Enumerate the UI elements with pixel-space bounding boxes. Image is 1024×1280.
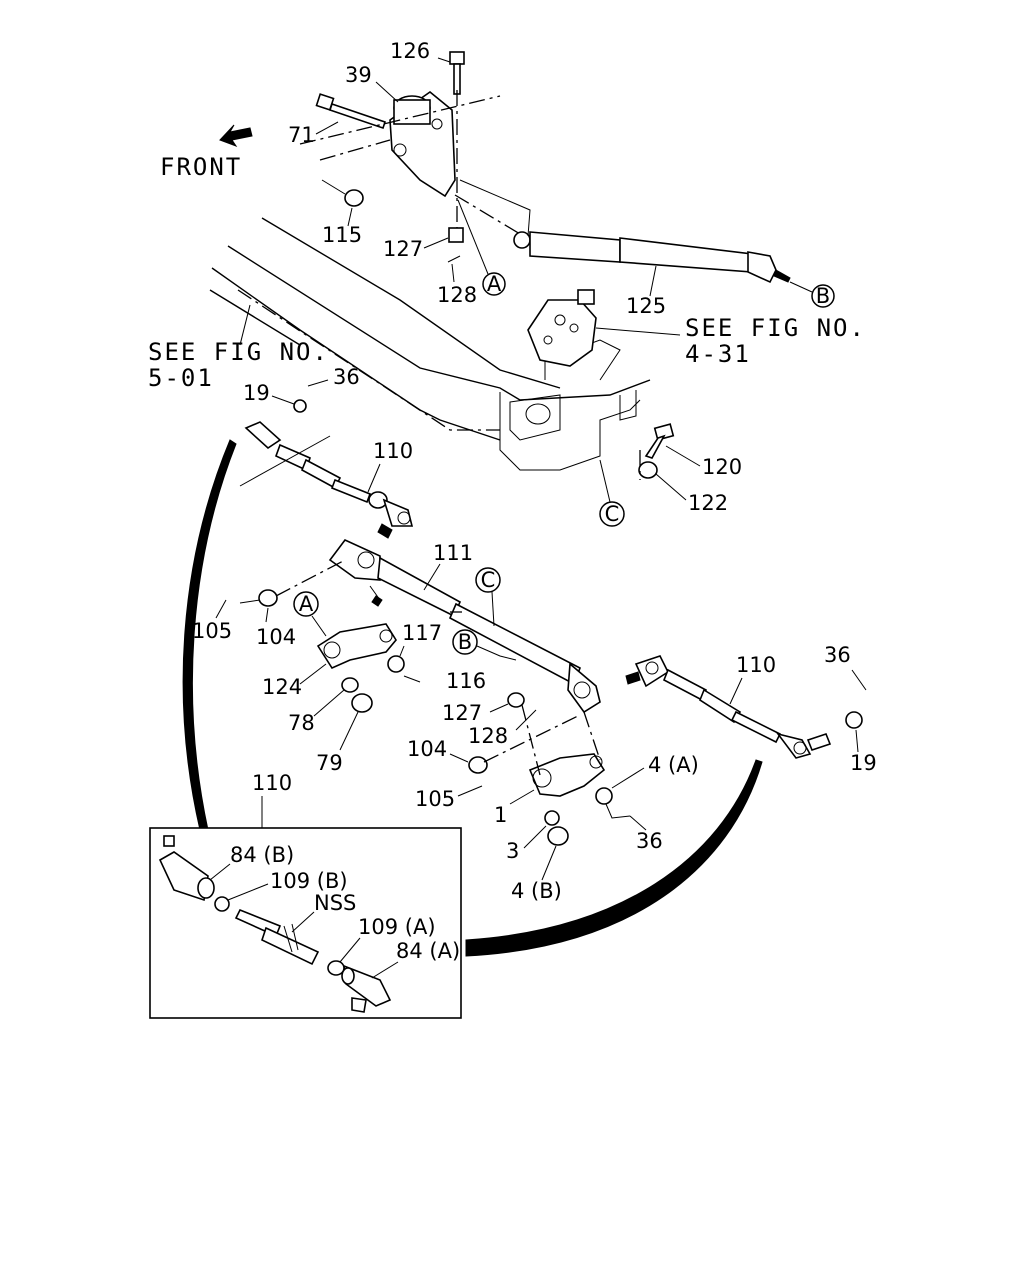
washer-3 bbox=[544, 810, 560, 826]
adjusting-tube-nss bbox=[234, 908, 320, 966]
label-127-top: 127 bbox=[383, 237, 423, 261]
tie-rod-110-upper bbox=[244, 399, 414, 539]
front-arrow-icon bbox=[219, 124, 253, 148]
label-39: 39 bbox=[345, 63, 372, 87]
label-109a: 109 (A) bbox=[358, 915, 436, 939]
label-126: 126 bbox=[390, 39, 430, 63]
curved-arrow-right bbox=[465, 759, 763, 957]
label-3: 3 bbox=[506, 839, 519, 863]
label-122: 122 bbox=[688, 491, 728, 515]
nut-4a bbox=[595, 787, 613, 805]
label-4a: 4 (A) bbox=[648, 753, 699, 777]
label-36-top: 36 bbox=[333, 365, 360, 389]
label-110-right: 110 bbox=[736, 653, 776, 677]
svg-text:B: B bbox=[458, 630, 472, 654]
callout-c-mid bbox=[475, 567, 501, 593]
power-cylinder-bracket bbox=[389, 90, 456, 198]
see-fig-4-31-line2: 4-31 bbox=[685, 340, 751, 368]
label-109b: 109 (B) bbox=[270, 869, 348, 893]
front-label: FRONT bbox=[160, 153, 242, 181]
label-128-mid: 128 bbox=[468, 724, 508, 748]
label-36-bottom: 36 bbox=[636, 829, 663, 853]
label-84b: 84 (B) bbox=[230, 843, 294, 867]
label-71: 71 bbox=[288, 123, 315, 147]
label-104-left: 104 bbox=[256, 625, 296, 649]
idler-arm-124 bbox=[316, 623, 397, 670]
power-cylinder-125 bbox=[454, 179, 791, 284]
label-1: 1 bbox=[494, 803, 507, 827]
label-78: 78 bbox=[288, 711, 315, 735]
label-117: 117 bbox=[402, 621, 442, 645]
label-111: 111 bbox=[433, 541, 473, 565]
nut-117 bbox=[387, 655, 405, 673]
label-104-right: 104 bbox=[407, 737, 447, 761]
tie-rod-end-84b bbox=[158, 835, 215, 902]
label-115: 115 bbox=[322, 223, 362, 247]
nut-115 bbox=[344, 189, 364, 207]
label-105-right: 105 bbox=[415, 787, 455, 811]
label-110-upper: 110 bbox=[373, 439, 413, 463]
label-128-top: 128 bbox=[437, 283, 477, 307]
bolt-71 bbox=[315, 93, 387, 130]
label-116: 116 bbox=[446, 669, 486, 693]
label-110-inset: 110 bbox=[252, 771, 292, 795]
nut-127-top bbox=[448, 227, 464, 243]
nut-4b bbox=[547, 826, 569, 846]
part-labels: 126 39 71 115 127 128 125 19 36 110 120 … bbox=[192, 39, 877, 903]
label-nss: NSS bbox=[314, 891, 356, 915]
tie-rod-110-right bbox=[625, 655, 863, 759]
svg-text:C: C bbox=[605, 502, 620, 526]
tie-rod-end-84a bbox=[341, 964, 392, 1013]
bolt-120 bbox=[644, 423, 675, 459]
label-36-right: 36 bbox=[824, 643, 851, 667]
label-19-right: 19 bbox=[850, 751, 877, 775]
label-105-left: 105 bbox=[192, 619, 232, 643]
nut-109a bbox=[327, 960, 345, 976]
nut-79 bbox=[351, 693, 373, 713]
relay-rod-111 bbox=[328, 539, 601, 714]
nut-104-left bbox=[258, 589, 278, 607]
pin-128-top bbox=[447, 255, 461, 263]
see-fig-4-31-line1: SEE FIG NO. bbox=[685, 314, 866, 342]
svg-text:B: B bbox=[816, 284, 830, 308]
nut-122 bbox=[638, 461, 658, 479]
label-120: 120 bbox=[702, 455, 742, 479]
label-19-top: 19 bbox=[243, 381, 270, 405]
inset-labels: 84 (B) 109 (B) NSS 109 (A) 84 (A) bbox=[209, 843, 460, 979]
label-127-mid: 127 bbox=[442, 701, 482, 725]
svg-text:A: A bbox=[487, 272, 502, 296]
inset-box bbox=[149, 827, 462, 1019]
vehicle-frame bbox=[209, 217, 651, 471]
label-125: 125 bbox=[626, 294, 666, 318]
label-4b: 4 (B) bbox=[511, 879, 562, 903]
washer-78 bbox=[341, 677, 359, 693]
callout-a-top bbox=[482, 272, 506, 296]
steering-gear-box bbox=[527, 289, 597, 367]
label-124: 124 bbox=[262, 675, 302, 699]
see-fig-5-01-line1: SEE FIG NO. bbox=[148, 338, 329, 366]
nut-127-mid bbox=[507, 692, 525, 708]
pitman-arm-1 bbox=[528, 753, 606, 797]
see-fig-5-01-line2: 5-01 bbox=[148, 364, 214, 392]
svg-text:C: C bbox=[481, 568, 496, 592]
callout-c-right bbox=[599, 501, 625, 527]
callout-a-mid bbox=[293, 591, 319, 617]
bolt-126 bbox=[449, 51, 465, 95]
callout-b-mid bbox=[452, 629, 478, 655]
nut-109b bbox=[214, 896, 230, 912]
label-79: 79 bbox=[316, 751, 343, 775]
svg-text:A: A bbox=[299, 592, 314, 616]
label-84a: 84 (A) bbox=[396, 939, 460, 963]
nut-104-right bbox=[468, 756, 488, 774]
callout-b-top bbox=[811, 284, 835, 308]
